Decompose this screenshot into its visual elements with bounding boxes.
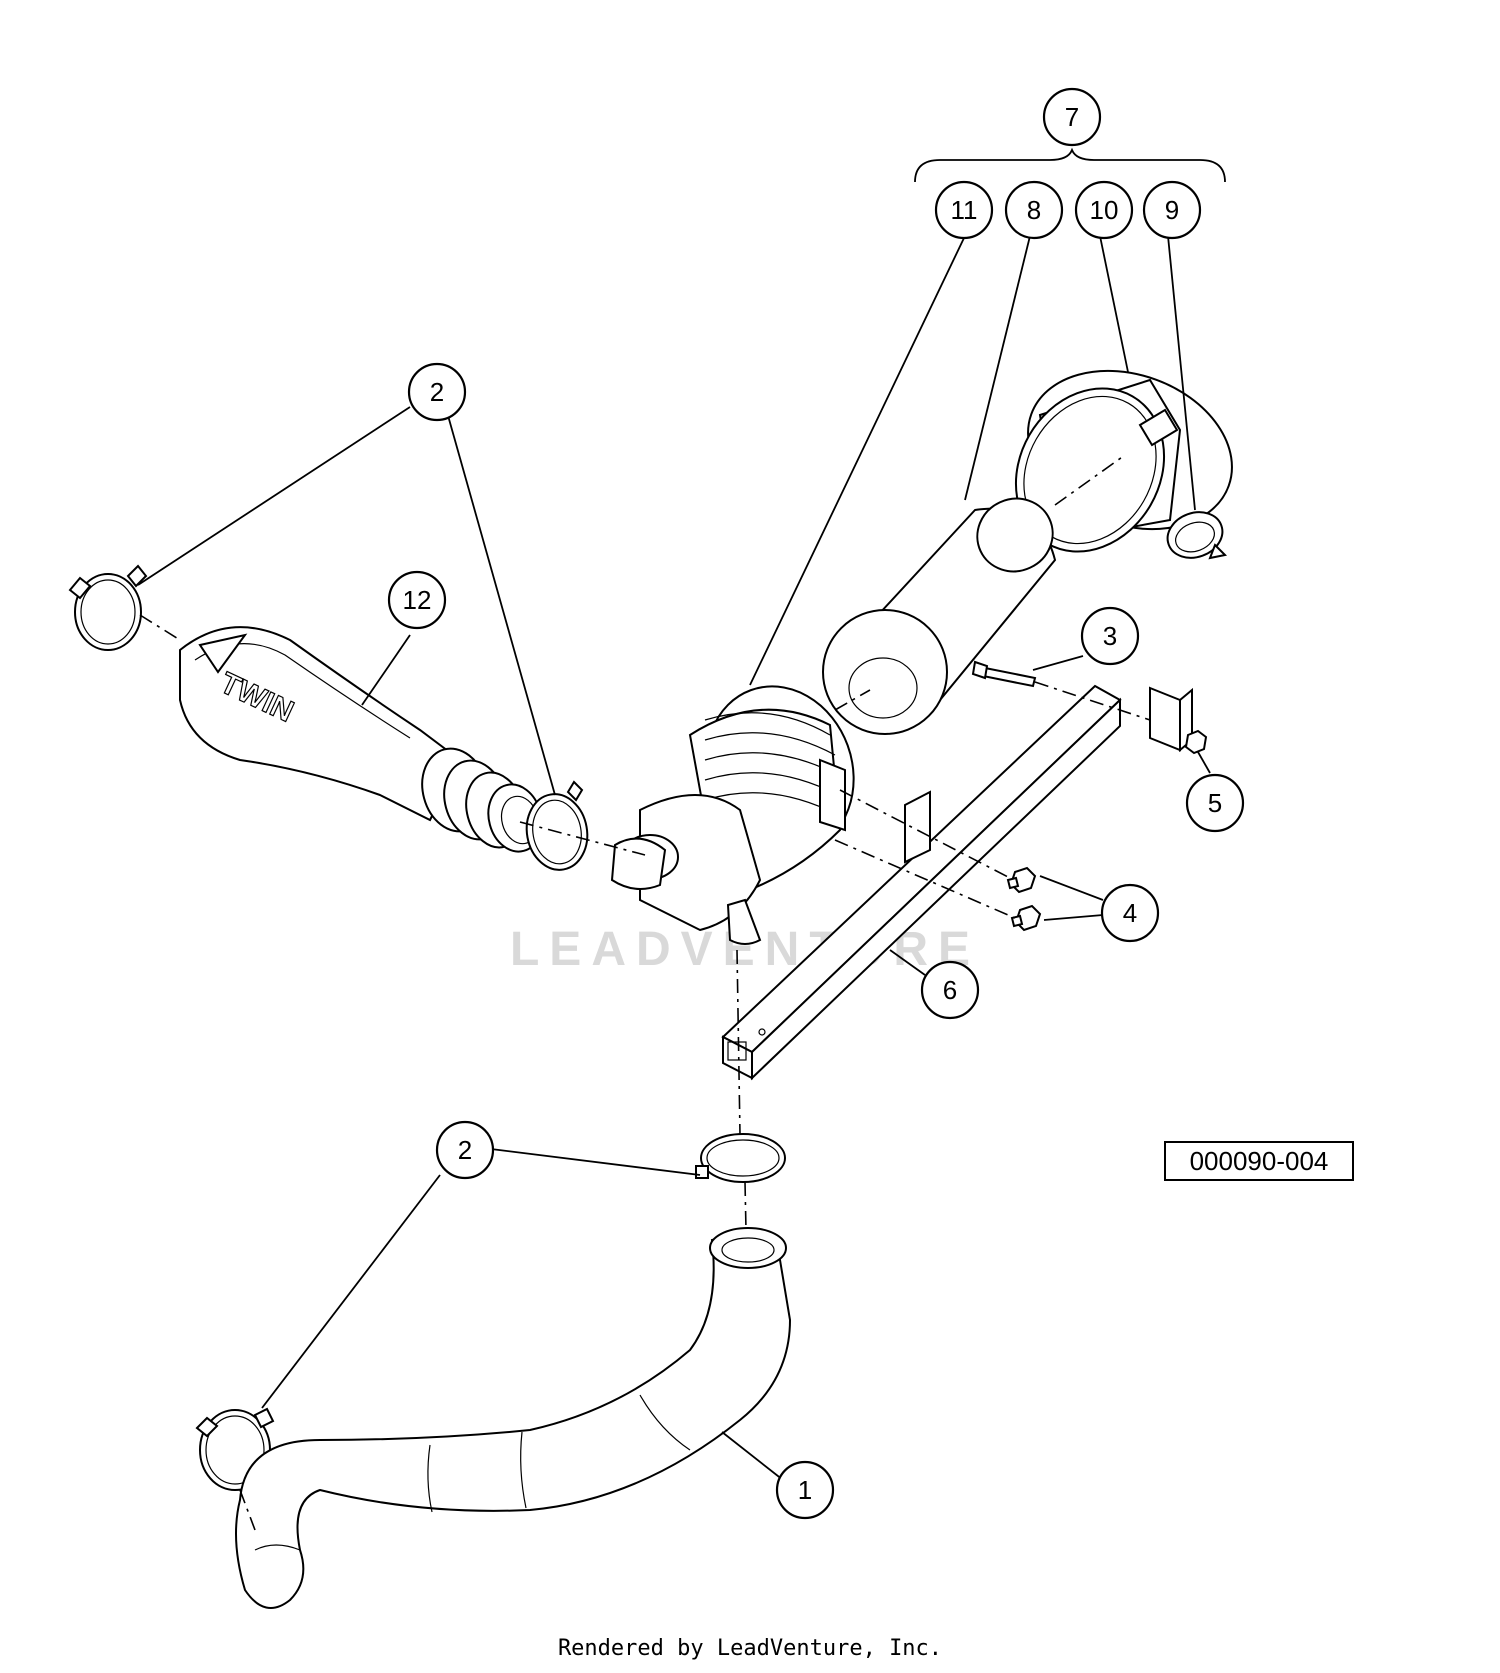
svg-text:9: 9: [1165, 195, 1179, 225]
svg-text:8: 8: [1027, 195, 1041, 225]
long-bolt: [971, 660, 1037, 688]
filter-element: [822, 497, 1057, 735]
drawing-number: 000090-004: [1164, 1141, 1354, 1181]
hex-bolt-lower: [1010, 904, 1042, 932]
leader-10: [1099, 235, 1129, 373]
footer-credit: Rendered by LeadVenture, Inc.: [557, 1636, 943, 1661]
callout-2-upper[interactable]: 2: [407, 362, 467, 422]
leader-1: [721, 1431, 784, 1481]
hose-clamp-upper-left: [68, 564, 148, 651]
svg-text:3: 3: [1103, 621, 1117, 651]
lock-nut: [1184, 729, 1208, 755]
assembly-bracket: [914, 147, 1226, 183]
leader-5: [1197, 751, 1211, 774]
hose-clamp-lower-center: [695, 1133, 786, 1183]
bracket-plate-center: [904, 790, 931, 864]
lower-hose: [235, 1227, 792, 1609]
centerline-clamp-hose: [139, 614, 181, 641]
callout-8[interactable]: 8: [1004, 180, 1064, 240]
callout-1[interactable]: 1: [775, 1460, 835, 1520]
leader-9: [1167, 235, 1196, 511]
svg-text:2: 2: [458, 1135, 472, 1165]
centerline-lower-clamp: [239, 1489, 256, 1531]
callout-12[interactable]: 12: [387, 570, 447, 630]
leader-4-lower: [1043, 914, 1104, 921]
callout-2-lower[interactable]: 2: [435, 1120, 495, 1180]
callout-6[interactable]: 6: [920, 960, 980, 1020]
air-cleaner-housing: [610, 685, 855, 945]
svg-text:4: 4: [1123, 898, 1137, 928]
svg-text:2: 2: [430, 377, 444, 407]
leader-4-upper: [1039, 875, 1104, 901]
leader-12: [361, 634, 411, 706]
centerline-clamp-hose-lower: [744, 1181, 747, 1231]
svg-text:7: 7: [1065, 102, 1079, 132]
svg-text:11: 11: [951, 195, 978, 225]
svg-text:12: 12: [403, 585, 432, 615]
leader-2a-to-clamp: [137, 406, 411, 586]
centerline-cup: [1054, 454, 1126, 506]
svg-text:1: 1: [798, 1475, 812, 1505]
bracket-plate-right: [1149, 686, 1193, 753]
callout-3[interactable]: 3: [1080, 606, 1140, 666]
callout-5[interactable]: 5: [1185, 773, 1245, 833]
hex-bolt-upper: [1006, 866, 1037, 894]
callout-11[interactable]: 11: [934, 180, 994, 240]
leader-3: [1032, 655, 1084, 671]
leader-8: [964, 235, 1031, 501]
leader-6: [889, 949, 926, 976]
callout-10[interactable]: 10: [1074, 180, 1134, 240]
leader-11: [749, 237, 965, 686]
leader-2b-to-lower-clamp: [261, 1174, 441, 1409]
centerline-hose-housing: [519, 821, 646, 856]
centerline-bolt-bar: [1034, 681, 1151, 721]
callout-9[interactable]: 9: [1142, 180, 1202, 240]
centerline-housing-filter: [834, 689, 871, 711]
intake-hose: TWIN: [179, 626, 543, 853]
centerline-housing-bar-lower: [834, 839, 1016, 919]
callout-4[interactable]: 4: [1100, 883, 1160, 943]
svg-text:10: 10: [1090, 195, 1119, 225]
centerline-housing-down: [736, 949, 741, 1136]
svg-text:6: 6: [943, 975, 957, 1005]
mounting-bar: [721, 684, 1122, 1081]
dust-valve: [1166, 511, 1228, 560]
leader-2b-to-clamp: [490, 1148, 701, 1176]
callout-7[interactable]: 7: [1042, 87, 1102, 147]
centerline-housing-bar-upper: [839, 789, 1011, 879]
leader-2a-to-mid-clamp: [446, 411, 556, 796]
drawing-number-text: 000090-004: [1190, 1146, 1329, 1176]
svg-text:5: 5: [1208, 788, 1222, 818]
